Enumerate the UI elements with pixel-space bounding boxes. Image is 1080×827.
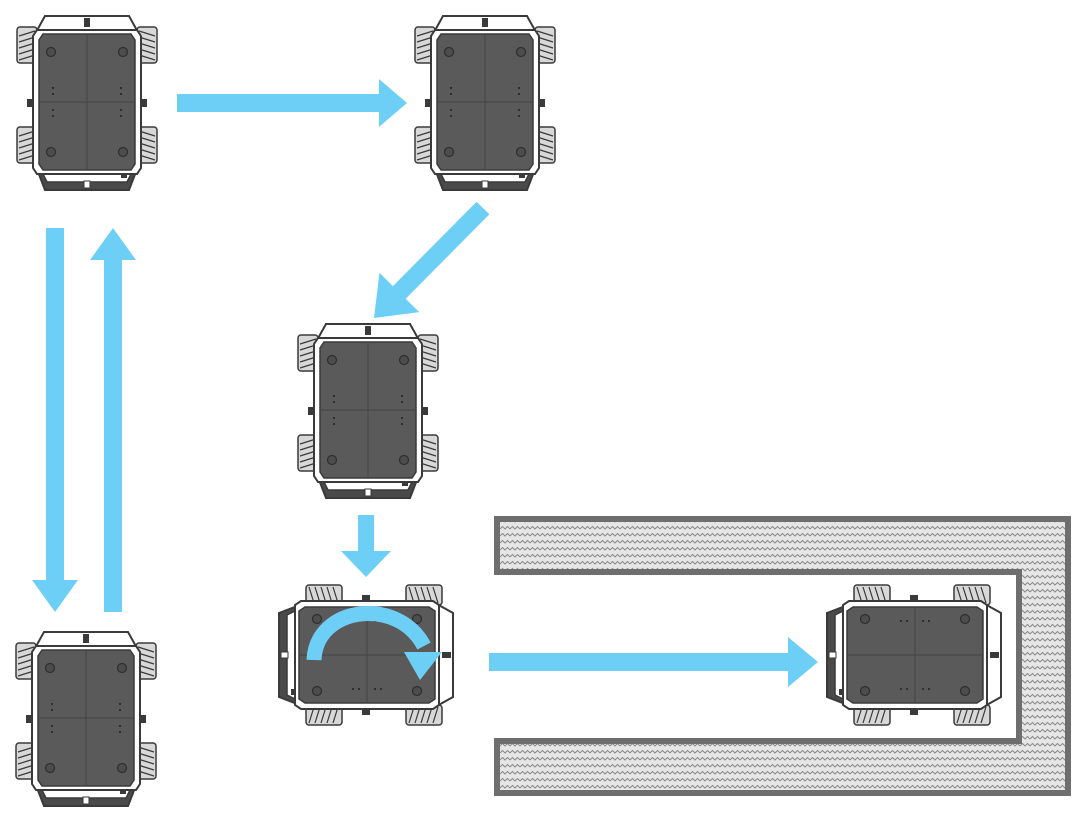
- robots: [15, 15, 1002, 807]
- arrow-move-down-short: [341, 515, 391, 577]
- robot-parked: [826, 584, 1002, 726]
- arrow-move-up-long: [90, 228, 136, 612]
- arrow-move-into-bay: [489, 637, 818, 687]
- arrow-rotate: [306, 606, 442, 680]
- parking-bay-wall: [494, 516, 1071, 796]
- arrow-move-diagonal: [374, 201, 490, 318]
- arrow-move-down-long: [32, 228, 78, 612]
- arrow-move-right: [177, 79, 407, 127]
- robot-strafe-right: [414, 15, 556, 191]
- motion-arrows: [32, 79, 818, 687]
- robot-diagonal: [297, 323, 439, 499]
- rotation-indicator: [306, 606, 442, 680]
- robot-reverse: [15, 631, 157, 807]
- robot-start: [16, 15, 158, 191]
